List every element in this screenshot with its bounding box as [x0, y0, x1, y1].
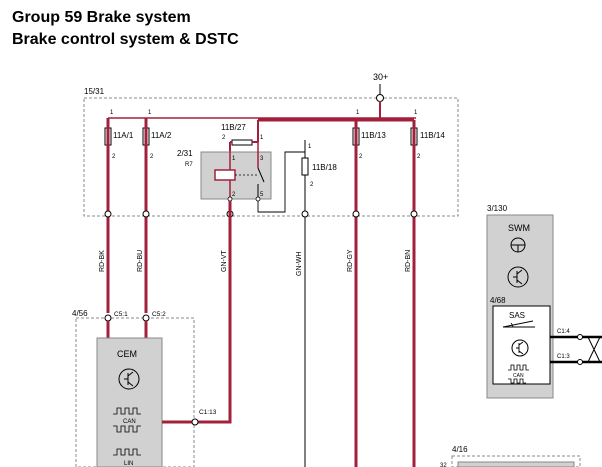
sas-can-pulse-icon-2: [508, 378, 526, 384]
cem-module: [96, 337, 163, 467]
fuse-11a2-label: 11A/2: [151, 131, 172, 140]
relay-r7: [200, 151, 272, 200]
relay-coil: [214, 169, 236, 181]
wire-gn-vt: [195, 201, 232, 424]
cem-can-pulse-icon-2: [113, 425, 141, 433]
sas-connector-c14-node: [577, 334, 583, 340]
fusebox-outline: [83, 97, 459, 217]
cem-dashed-outline: [75, 317, 195, 467]
fuse-11b27-label: 11B/27: [221, 123, 246, 132]
fuse-11b13-label: 11B/13: [361, 131, 386, 140]
sas-can-label: CAN: [513, 373, 524, 379]
cem-lin-pulse-icon: [113, 448, 141, 456]
relay-node-bottom-right: [255, 196, 261, 202]
sas-ref-label: 4/68: [490, 296, 506, 305]
terminal-rd-bu: [142, 210, 150, 218]
sas-sensor-icon: [502, 320, 535, 328]
relay-pin5: 5: [260, 192, 264, 198]
relay-node-bottom-left: [227, 196, 233, 202]
sas-name: SAS: [509, 311, 525, 320]
sas-connector-c13-node: [577, 359, 583, 365]
fusebox-label: 15/31: [84, 87, 105, 96]
fuse-11a1-pin2: 2: [112, 154, 116, 160]
swm-transistor-icon-mark: [513, 269, 523, 285]
fuse-11b13-pin1: 1: [356, 110, 360, 116]
cem-connector-c113-node: [191, 418, 199, 426]
bottom-module-body: [457, 461, 575, 467]
bottom-module-pin: 32: [440, 463, 447, 467]
terminal-rd-bn: [410, 210, 418, 218]
sas-twisted-pair-icon: [587, 336, 601, 363]
wire-label-rd-bn: RD-BN: [405, 250, 412, 272]
fuse-11a1-label: 11A/1: [113, 131, 134, 140]
page-subtitle: Brake control system & DSTC: [12, 31, 239, 48]
sas-can-pulse-icon: [508, 364, 529, 371]
fuse-11b27: [231, 139, 253, 146]
fuse-11b18-pin1: 1: [308, 144, 312, 150]
relay-name-label: R7: [185, 162, 193, 168]
wire-label-rd-bu: RD-BU: [137, 250, 144, 272]
swm-name: SWM: [508, 223, 530, 233]
swm-ref-label: 3/130: [487, 204, 508, 213]
wire-label-gn-vt: GN-VT: [221, 250, 228, 273]
cem-connector-c51-node: [104, 314, 112, 322]
cem-connector-c113: C1:13: [199, 409, 217, 416]
wire-label-rd-bk: RD-BK: [99, 250, 106, 272]
swm-transistor-icon: [507, 266, 529, 288]
power-terminal: [376, 94, 384, 102]
fuse-11b14-label: 11B/14: [420, 131, 445, 140]
power-label: 30+: [373, 72, 388, 82]
fuse-11b27-pin2: 2: [222, 135, 226, 141]
fuse-11a2-pin2: 2: [150, 154, 154, 160]
relay-pin3: 3: [260, 156, 264, 162]
terminal-rd-gy: [352, 210, 360, 218]
relay-pin2: 2: [232, 192, 236, 198]
swm-steering-wheel-icon-spokes: [511, 244, 525, 252]
cem-name: CEM: [117, 349, 137, 359]
cem-ref-label: 4/56: [72, 309, 88, 318]
bottom-module-outline: [451, 455, 581, 467]
relay-pin1: 1: [232, 156, 236, 162]
fuse-11b18: [301, 157, 309, 176]
cem-transistor-icon: [118, 368, 140, 390]
sas-transistor-icon: [511, 339, 529, 357]
relay-id-label: 2/31: [177, 149, 193, 158]
sas-module: [492, 305, 551, 385]
fuse-11b14-pin2: 2: [417, 154, 421, 160]
terminal-gn-wh: [301, 210, 309, 218]
cem-transistor-icon-mark: [124, 371, 134, 387]
bottom-module-ref: 4/16: [452, 445, 468, 454]
wire-relay-to-gnwh: [257, 151, 305, 213]
cem-can-pulse-icon: [113, 407, 141, 415]
wire-label-rd-gy: RD-GY: [347, 249, 354, 272]
sas-transistor-icon-mark: [516, 341, 524, 355]
sas-connector-c14: C1:4: [557, 329, 570, 335]
fuse-11b18-pin2: 2: [310, 182, 314, 188]
fuse-11b13-pin2: 2: [359, 154, 363, 160]
cem-lin-label: LIN: [124, 461, 133, 467]
fuse-11b14-pin1: 1: [414, 110, 418, 116]
page-title: Group 59 Brake system: [12, 9, 191, 26]
cem-can-label: CAN: [123, 419, 136, 425]
terminal-rd-bk: [104, 210, 112, 218]
wire-label-gn-wh: GN-WH: [296, 252, 303, 277]
fuse-11a2-pin1: 1: [148, 110, 152, 116]
cem-connector-c51: C5:1: [114, 311, 128, 318]
fuse-11b27-pin1: 1: [260, 135, 264, 141]
cem-connector-c52-node: [142, 314, 150, 322]
fuse-11a1-pin1: 1: [110, 110, 114, 116]
cem-connector-c52: C5:2: [152, 311, 166, 318]
fuse-11b18-label: 11B/18: [312, 163, 337, 172]
sas-connector-c13: C1:3: [557, 354, 570, 360]
relay-contact-arm: [257, 167, 265, 183]
